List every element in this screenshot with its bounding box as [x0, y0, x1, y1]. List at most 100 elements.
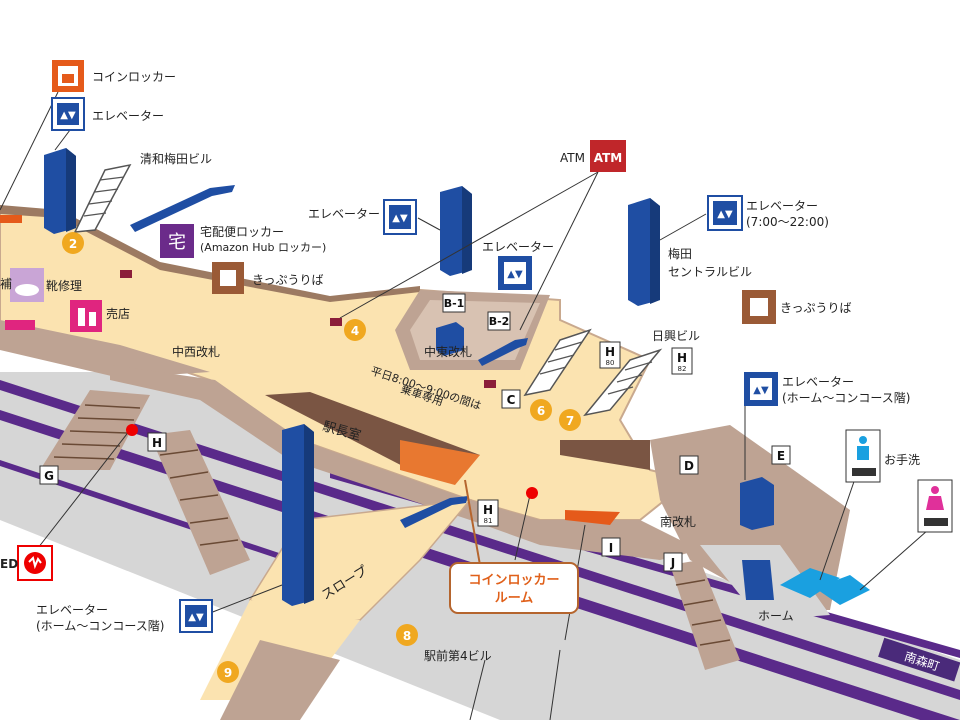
toilet-icon	[845, 429, 881, 483]
elevators	[44, 148, 774, 606]
svg-text:▲▼: ▲▼	[717, 209, 733, 220]
number-badge: 9	[217, 661, 239, 683]
coin-locker-icon	[52, 60, 84, 92]
number-badge: 7	[559, 409, 581, 431]
exit-tag-e: E	[771, 445, 791, 465]
svg-text:H: H	[152, 436, 162, 450]
svg-text:H: H	[605, 345, 615, 359]
svg-text:6: 6	[537, 404, 545, 418]
platform-blocks	[780, 568, 870, 605]
svg-text:▲▼: ▲▼	[753, 385, 769, 396]
elevator-tower-1	[44, 148, 76, 234]
svg-text:9: 9	[224, 666, 232, 680]
restroom-label: お手洗	[884, 453, 920, 467]
elevator-icon: ▲▼	[383, 199, 417, 235]
elevator-tower-5	[740, 477, 774, 530]
elevator-floor-note: (ホーム〜コンコース階)	[36, 618, 164, 633]
elevator-tower-4	[282, 424, 314, 606]
svg-text:▲▼: ▲▼	[188, 612, 204, 623]
elevator-icon: ▲▼	[51, 97, 85, 131]
building-label: 清和梅田ビル	[140, 151, 212, 166]
number-badge: 4	[344, 319, 366, 341]
svg-text:82: 82	[678, 365, 687, 373]
exit-tag-h81: H81	[477, 499, 499, 527]
svg-text:D: D	[684, 459, 694, 473]
svg-text:B-1: B-1	[444, 297, 465, 310]
svg-text:2: 2	[69, 237, 77, 251]
shoe-repair-label: 靴修理	[46, 278, 82, 293]
kippu-label: きっぷうりば	[780, 301, 852, 315]
coin-locker-marker	[0, 215, 22, 223]
svg-text:4: 4	[351, 324, 359, 338]
stairs	[40, 163, 850, 720]
elevator-label: エレベーター	[308, 207, 380, 221]
building-label: 日興ビル	[652, 329, 700, 343]
kippu-label: きっぷうりば	[252, 273, 324, 287]
elevator-label: エレベーター	[482, 240, 554, 254]
exit-tag-b1: B-1	[442, 293, 466, 313]
svg-text:8: 8	[403, 629, 411, 643]
building-label: セントラルビル	[668, 265, 752, 279]
svg-text:J: J	[670, 556, 675, 570]
coin-locker-label: コインロッカー	[92, 70, 176, 84]
exit-tag-d: D	[679, 455, 699, 475]
aed-location-dot-1	[126, 424, 138, 436]
exit-tag-h82: H82	[671, 347, 693, 375]
shop-label: 売店	[106, 306, 130, 321]
gate-label: 中東改札	[424, 344, 472, 359]
svg-text:ルーム: ルーム	[495, 591, 534, 606]
atm-icon: ATM	[590, 140, 626, 172]
elevator-label: エレベーター	[36, 603, 108, 617]
svg-text:B-2: B-2	[489, 315, 510, 328]
elevator-tower-6	[742, 560, 774, 600]
coin-locker-room-callout: コインロッカー ルーム	[449, 562, 579, 614]
svg-text:I: I	[609, 541, 613, 555]
elevator-icon: ▲▼	[744, 372, 778, 406]
exit-tag-h: H	[147, 432, 167, 452]
aed-location-dot-2	[526, 487, 538, 499]
leader-lines	[0, 91, 929, 720]
exit-tag-b2: B-2	[487, 311, 511, 331]
elevator-label: エレベーター	[746, 199, 818, 213]
elevator-floor-note: (ホーム〜コンコース階)	[782, 390, 910, 405]
locker-marker-3	[484, 380, 496, 388]
exit-tag-i: I	[601, 537, 621, 557]
number-badge: 2	[62, 232, 84, 254]
building-label: 駅前第4ビル	[424, 648, 492, 663]
gate-label: 南改札	[660, 514, 696, 529]
svg-text:H: H	[677, 351, 687, 365]
elevator-icon: ▲▼	[498, 256, 532, 290]
elevator-icon: ▲▼	[179, 599, 213, 633]
svg-text:▲▼: ▲▼	[507, 269, 523, 280]
svg-text:コインロッカー: コインロッカー	[468, 573, 559, 588]
elevator-label: エレベーター	[782, 375, 854, 389]
exit-tag-j: J	[663, 552, 683, 572]
takuhaibin-locker-label: 宅配便ロッカー	[200, 224, 284, 239]
escalators	[130, 185, 528, 528]
gate-label: 中西改札	[172, 344, 220, 359]
amazon-hub-label: (Amazon Hub ロッカー)	[200, 241, 326, 254]
elevator-tower-2	[440, 186, 472, 276]
elevator-label: エレベーター	[92, 109, 164, 123]
shop-icon	[70, 300, 102, 332]
takuhaibin-icon: 宅	[160, 224, 194, 258]
number-badge: 6	[530, 399, 552, 421]
svg-text:ATM: ATM	[594, 151, 622, 165]
exit-tag-c: C	[501, 389, 521, 409]
locker-marker-1	[120, 270, 132, 278]
svg-text:H: H	[483, 503, 493, 517]
svg-text:▲▼: ▲▼	[392, 213, 408, 224]
aed-icon	[17, 545, 53, 581]
exit-tag-g: G	[39, 465, 59, 485]
partial-label: 補	[0, 277, 12, 291]
kippu-icon	[212, 262, 244, 294]
toilet-icon	[917, 479, 953, 533]
building-label: 梅田	[668, 246, 692, 261]
svg-text:G: G	[44, 469, 54, 483]
kippu-icon	[742, 290, 776, 324]
svg-text:81: 81	[484, 517, 493, 525]
aed-label: ED	[0, 557, 18, 571]
exit-tag-h80: H80	[599, 341, 621, 369]
platform-label: ホーム	[758, 609, 794, 623]
